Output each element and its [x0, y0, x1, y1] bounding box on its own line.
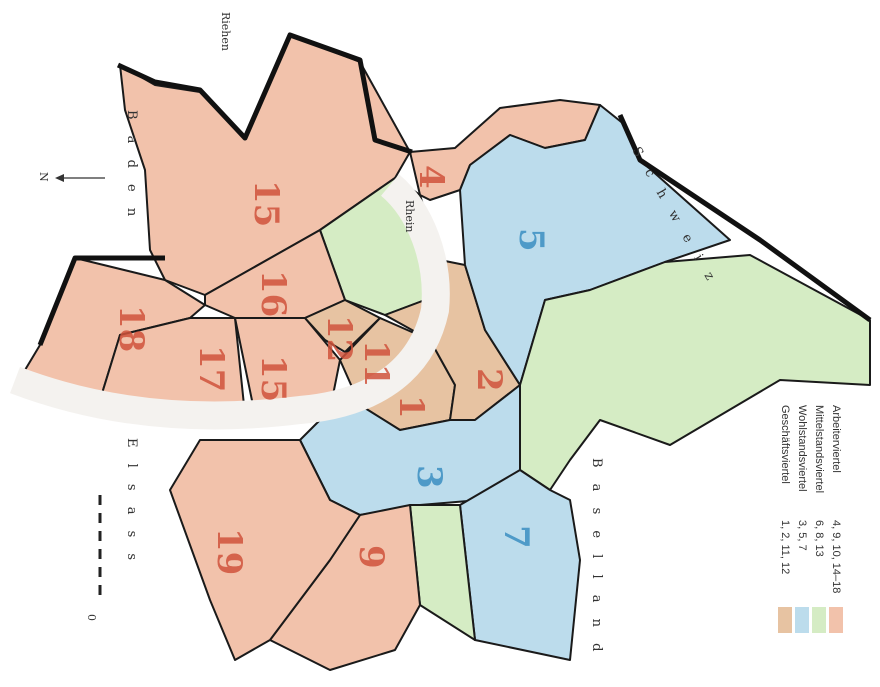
district-19-area — [169, 439, 361, 661]
district-label-5: 5 — [511, 228, 551, 252]
district-label-1: 1 — [391, 395, 431, 419]
district-label-14: 15 — [246, 180, 286, 227]
legend-label: Arbeiterviertel — [830, 405, 842, 473]
label-elsass: E l s a s s — [124, 438, 139, 566]
legend-swatch — [778, 607, 792, 633]
national-border — [37, 32, 872, 346]
legend-swatch — [829, 607, 843, 633]
legend-item: 4, 9, 10, 14–18 Arbeiterviertel — [829, 405, 843, 633]
legend-codes: 3, 5, 7 — [796, 520, 808, 551]
north-label: N — [37, 172, 50, 182]
district-label-18: 18 — [111, 305, 151, 352]
label-rhein: Rhein — [403, 200, 416, 232]
label-baden: B a d e n — [124, 110, 139, 222]
district-label-4: 4 — [411, 165, 451, 189]
district-label-2: 2 — [469, 368, 509, 392]
legend-codes: 4, 9, 10, 14–18 — [830, 520, 842, 593]
scale-bar-label: 0 — [85, 614, 98, 621]
legend-codes: 1, 2, 11, 12 — [779, 520, 791, 574]
district-7-area — [459, 469, 581, 661]
legend-swatch — [795, 607, 809, 633]
district-label-9: 9 — [351, 545, 391, 569]
legend-item: 3, 5, 7 Wohlstandsviertel — [795, 405, 809, 633]
district-label-12: 12 — [319, 315, 359, 362]
legend-item: 6, 8, 13 Mittelstandsviertel — [812, 405, 826, 633]
district-labels: 15 16 18 17 15 12 11 2 1 4 5 3 7 19 9 — [111, 165, 551, 575]
district-label-17: 17 — [191, 345, 231, 392]
district-label-3: 3 — [409, 465, 449, 489]
label-riehen: Riehen — [219, 12, 232, 51]
district-label-7: 7 — [496, 525, 536, 549]
legend-label: Geschäftsviertel — [779, 405, 791, 484]
legend-codes: 6, 8, 13 — [813, 520, 825, 557]
district-15-area — [234, 317, 341, 416]
district-shapes — [24, 34, 871, 671]
legend-swatch — [812, 607, 826, 633]
legend-label: Wohlstandsviertel — [796, 405, 808, 492]
legend-item: 1, 2, 11, 12 Geschäftsviertel — [778, 405, 792, 633]
district-label-16: 16 — [253, 270, 293, 317]
district-label-11: 11 — [356, 340, 396, 387]
rhine-river — [10, 174, 450, 430]
legend-label: Mittelstandsviertel — [813, 405, 825, 493]
north-arrow: N — [37, 172, 105, 182]
label-baselland: B a s e l l a n d — [589, 458, 604, 658]
district-5-area — [459, 104, 731, 386]
scale-bar: 0 — [85, 495, 102, 621]
legend: 1, 2, 11, 12 Geschäftsviertel 3, 5, 7 Wohls… — [778, 405, 843, 633]
district-label-15: 15 — [253, 355, 293, 402]
district-label-19: 19 — [209, 528, 249, 575]
